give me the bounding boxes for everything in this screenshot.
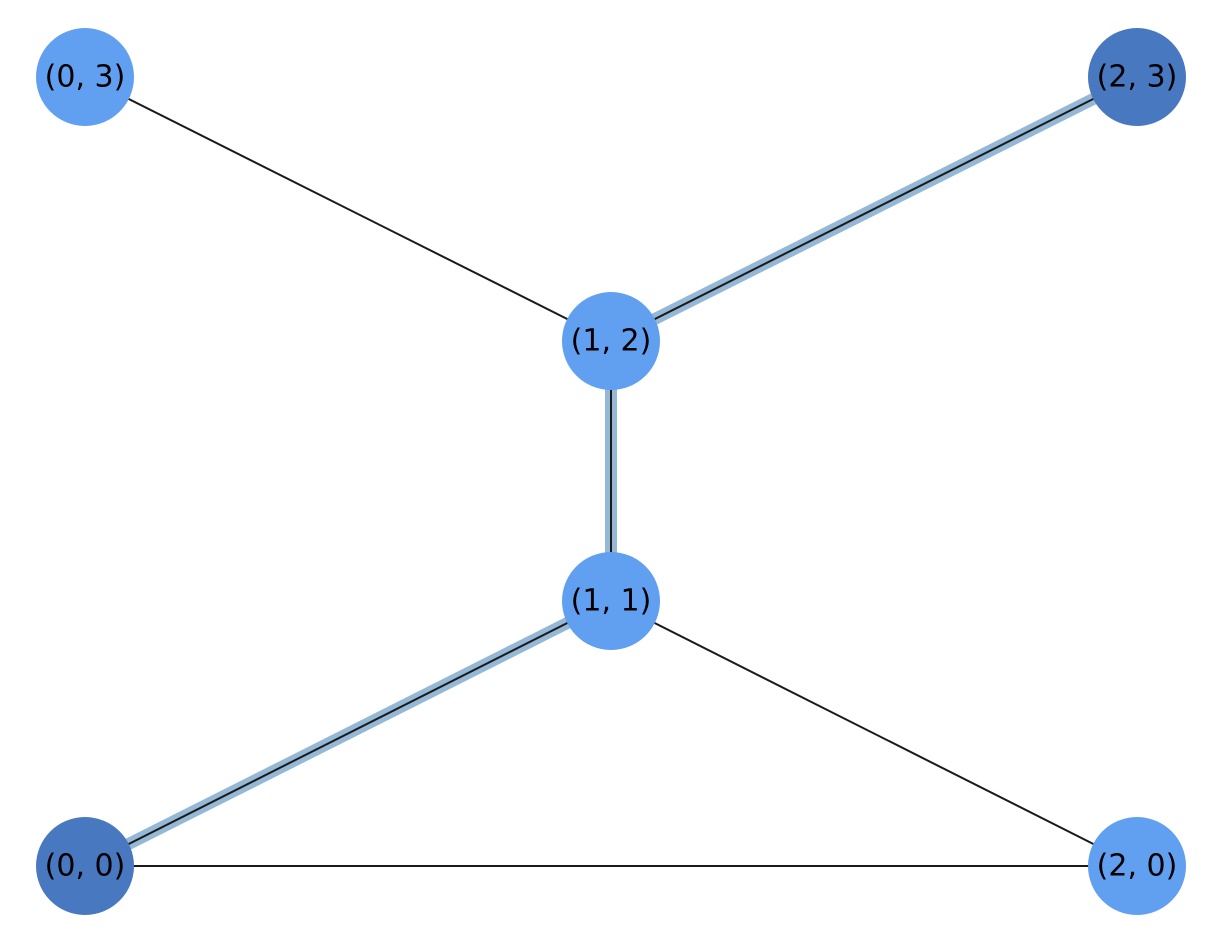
edge-layer: [82, 71, 1140, 872]
node-label: (0, 3): [45, 60, 126, 95]
node-label: (1, 2): [571, 324, 652, 359]
node-n23: (2, 3): [1088, 28, 1186, 126]
node-label: (2, 0): [1097, 849, 1178, 884]
node-circle: [562, 552, 660, 650]
node-label: (1, 1): [571, 584, 652, 619]
edge-n11-n20: [610, 600, 1138, 867]
node-circle: [36, 28, 134, 126]
node-n03: (0, 3): [36, 28, 134, 126]
node-n20: (2, 0): [1088, 817, 1186, 915]
node-label: (0, 0): [45, 849, 126, 884]
node-label: (2, 3): [1097, 60, 1178, 95]
node-n12: (1, 2): [562, 292, 660, 390]
edge-n03-n12: [84, 76, 612, 342]
node-n11: (1, 1): [562, 552, 660, 650]
node-circle: [562, 292, 660, 390]
node-circle: [1088, 817, 1186, 915]
node-n00: (0, 0): [36, 817, 134, 915]
node-layer: (0, 3) (2, 3) (1, 2) (1, 1) (0, 0) (2, 0): [36, 28, 1186, 915]
node-circle: [1088, 28, 1186, 126]
node-circle: [36, 817, 134, 915]
edge-n11-n00: [84, 600, 612, 867]
edge-n12-n23: [610, 76, 1138, 342]
